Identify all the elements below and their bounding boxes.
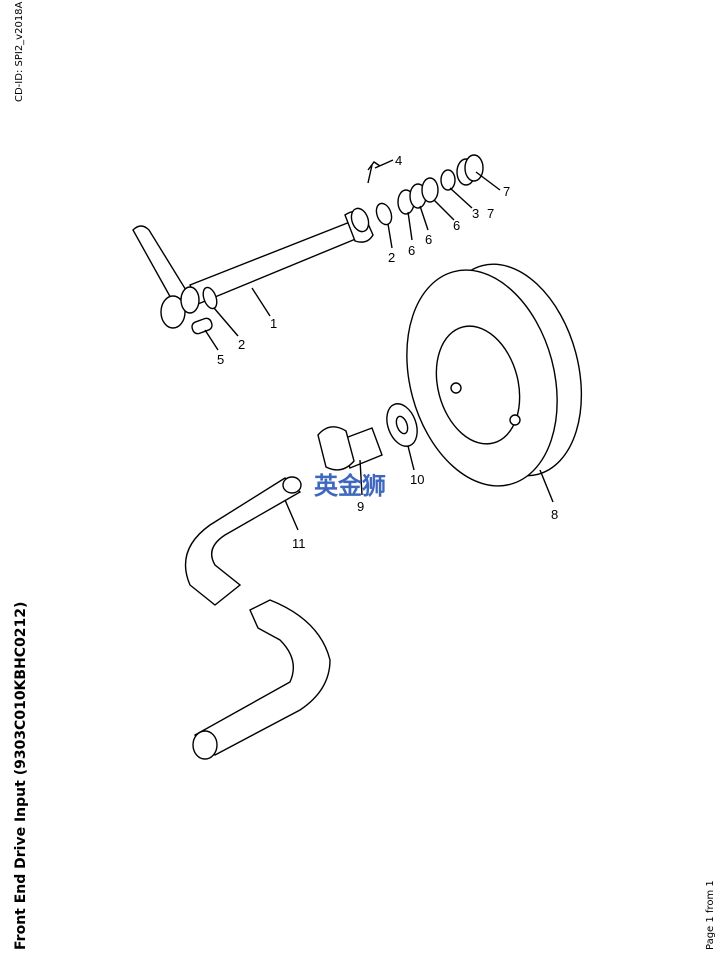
callout-6c: 6 [408,243,415,258]
leader-lines [204,159,554,531]
shaft-part-1 [189,207,374,305]
callout-7b: 7 [487,206,494,221]
clip-part-4 [367,161,381,184]
lever-handle [132,225,200,329]
callout-6b: 6 [425,232,432,247]
callout-5: 5 [217,352,224,367]
fitting-part-9 [317,426,383,471]
pin-part-5 [191,317,213,335]
seal-rings-part-6 [397,177,439,215]
callout-3: 3 [472,206,479,221]
callout-8: 8 [551,507,558,522]
bushing-part-7 [456,154,484,186]
hose-part-11b [193,599,331,756]
callout-10: 10 [410,472,424,487]
hose-part-11 [184,477,302,606]
callout-labels: 4 7 7 3 6 6 6 2 1 2 5 10 9 8 11 [217,153,558,551]
washer-part-3 [440,169,456,191]
callout-4: 4 [395,153,402,168]
callout-1: 1 [270,316,277,331]
watermark: 英金狮 [314,472,386,500]
callout-2b: 2 [238,337,245,352]
callout-9: 9 [357,499,364,514]
washer-part-2b [375,202,393,226]
callout-7: 7 [503,184,510,199]
pulley-part-8 [406,263,583,487]
callout-2a: 2 [388,250,395,265]
callout-6a: 6 [453,218,460,233]
callout-11: 11 [292,536,306,551]
